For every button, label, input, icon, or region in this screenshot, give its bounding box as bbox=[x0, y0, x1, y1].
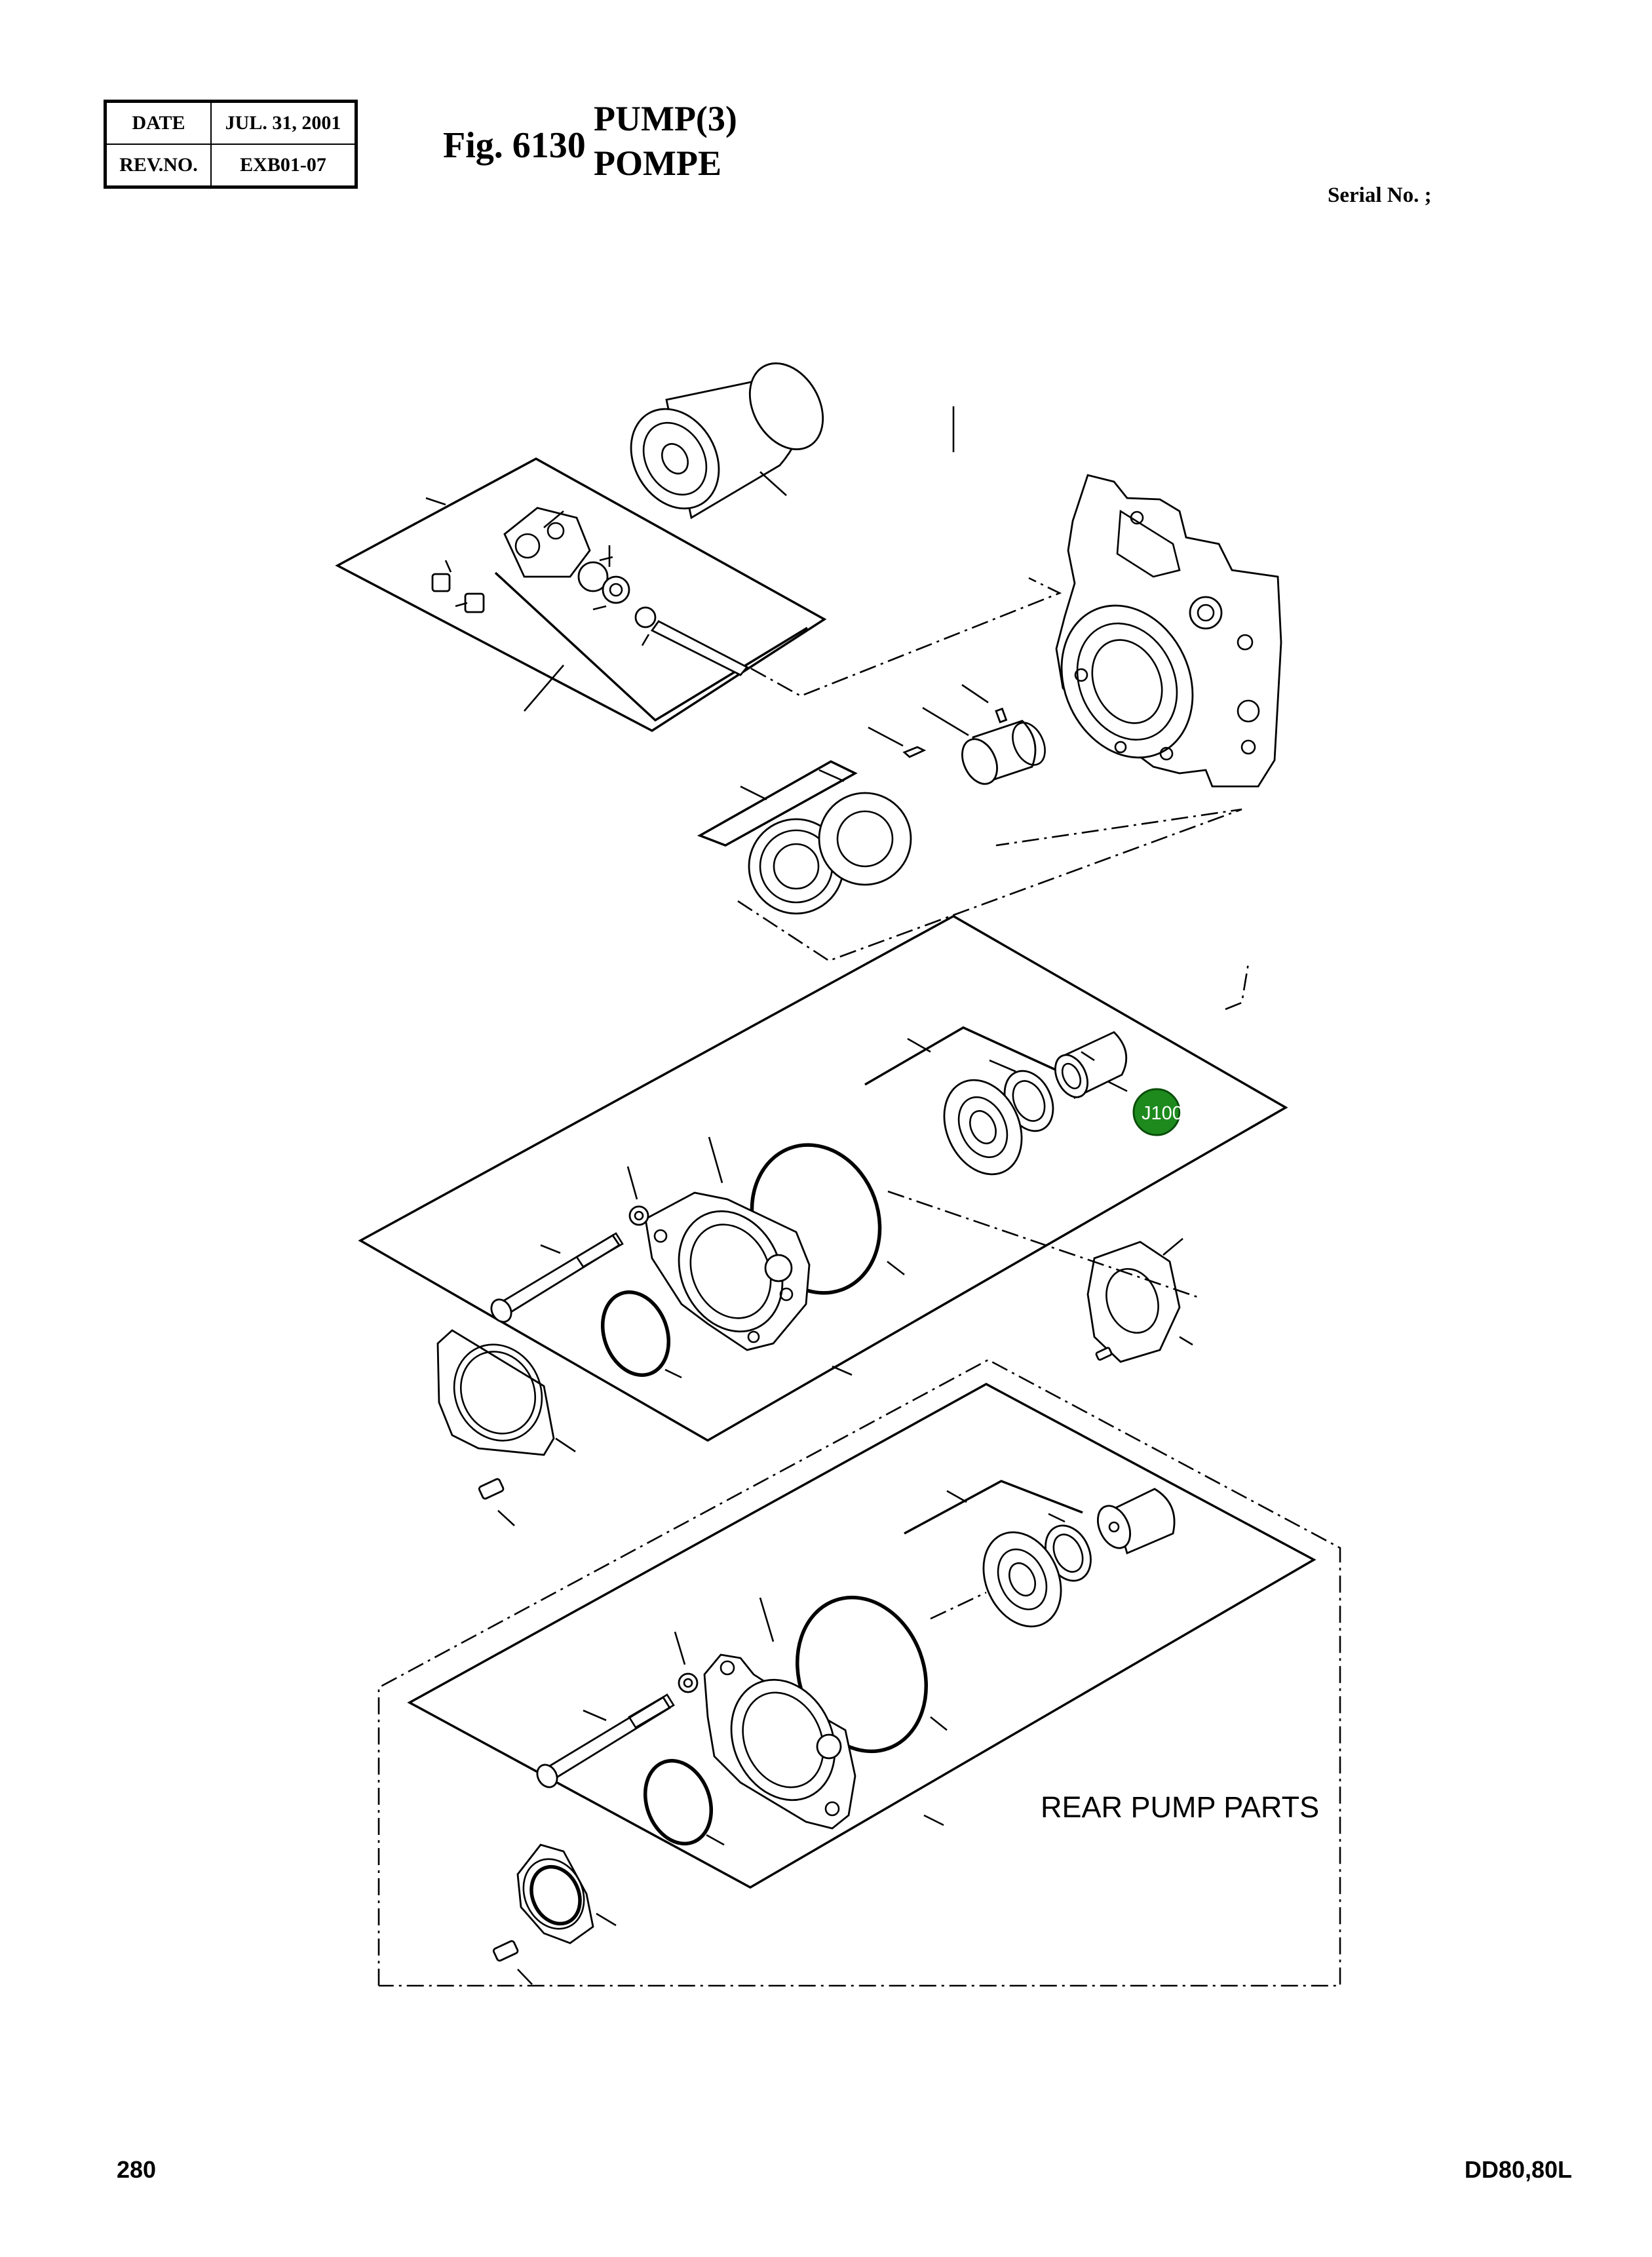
page-number: 280 bbox=[117, 2156, 157, 2183]
serial-number: Serial No. ; bbox=[1328, 183, 1432, 207]
gear-plate-group bbox=[697, 760, 1242, 962]
front-bolt bbox=[490, 1232, 624, 1323]
regulator-subgroup-outline bbox=[494, 571, 808, 722]
rear-axis-line bbox=[930, 1591, 987, 1620]
regulator-group-outline bbox=[335, 457, 827, 733]
rear-cover bbox=[516, 1843, 617, 1944]
front-gasket bbox=[436, 1329, 576, 1526]
o-ring-small bbox=[600, 1290, 671, 1377]
filter-cartridge bbox=[630, 362, 824, 520]
shim-link-line bbox=[887, 1190, 1200, 1299]
revision-table: DATE JUL. 31, 2001 REV.NO. EXB01-07 bbox=[104, 100, 358, 189]
gear-group-bracket bbox=[697, 760, 858, 847]
rear-flange bbox=[703, 1653, 856, 1830]
rear-pump-group: REAR PUMP PARTS bbox=[377, 1359, 1341, 1987]
rear-inner-outline bbox=[407, 1383, 1316, 1889]
date-value: JUL. 31, 2001 bbox=[210, 100, 357, 145]
rear-pump-outline bbox=[377, 1359, 1341, 1987]
figure-number: Fig. 6130 bbox=[443, 125, 586, 166]
rev-value: EXB01-07 bbox=[210, 144, 357, 188]
front-link-line bbox=[1225, 963, 1250, 1011]
regulator-leaders bbox=[425, 471, 787, 712]
rear-bearing-subgroup bbox=[904, 1480, 1083, 1535]
rear-pump-label: REAR PUMP PARTS bbox=[1041, 1790, 1319, 1824]
front-group-outline bbox=[358, 914, 1288, 1442]
marker-badge[interactable]: J100 bbox=[1132, 1088, 1183, 1136]
date-label: DATE bbox=[104, 100, 212, 145]
figure-title-en: PUMP(3) bbox=[594, 99, 737, 138]
rear-bolt bbox=[536, 1693, 675, 1788]
rev-label: REV.NO. bbox=[104, 144, 212, 188]
valve-body bbox=[431, 507, 749, 676]
rear-o-ring-small bbox=[643, 1759, 714, 1845]
front-group bbox=[358, 914, 1288, 1442]
front-washer bbox=[628, 1205, 649, 1226]
figure-title-fr: POMPE bbox=[594, 144, 721, 183]
regulator-link-line bbox=[750, 577, 1062, 697]
marker-label: J100 bbox=[1142, 1103, 1183, 1124]
regulator-group bbox=[335, 362, 827, 733]
front-flange bbox=[644, 1191, 811, 1351]
pins-and-sleeve bbox=[868, 684, 1046, 785]
pump-housing bbox=[952, 406, 1282, 788]
side-shim bbox=[1086, 1238, 1193, 1363]
model-number: DD80,80L bbox=[1464, 2156, 1572, 2183]
bearing-subgroup-outline bbox=[864, 1026, 1056, 1086]
rear-washer bbox=[678, 1672, 699, 1693]
gear-group-link bbox=[737, 808, 1242, 962]
